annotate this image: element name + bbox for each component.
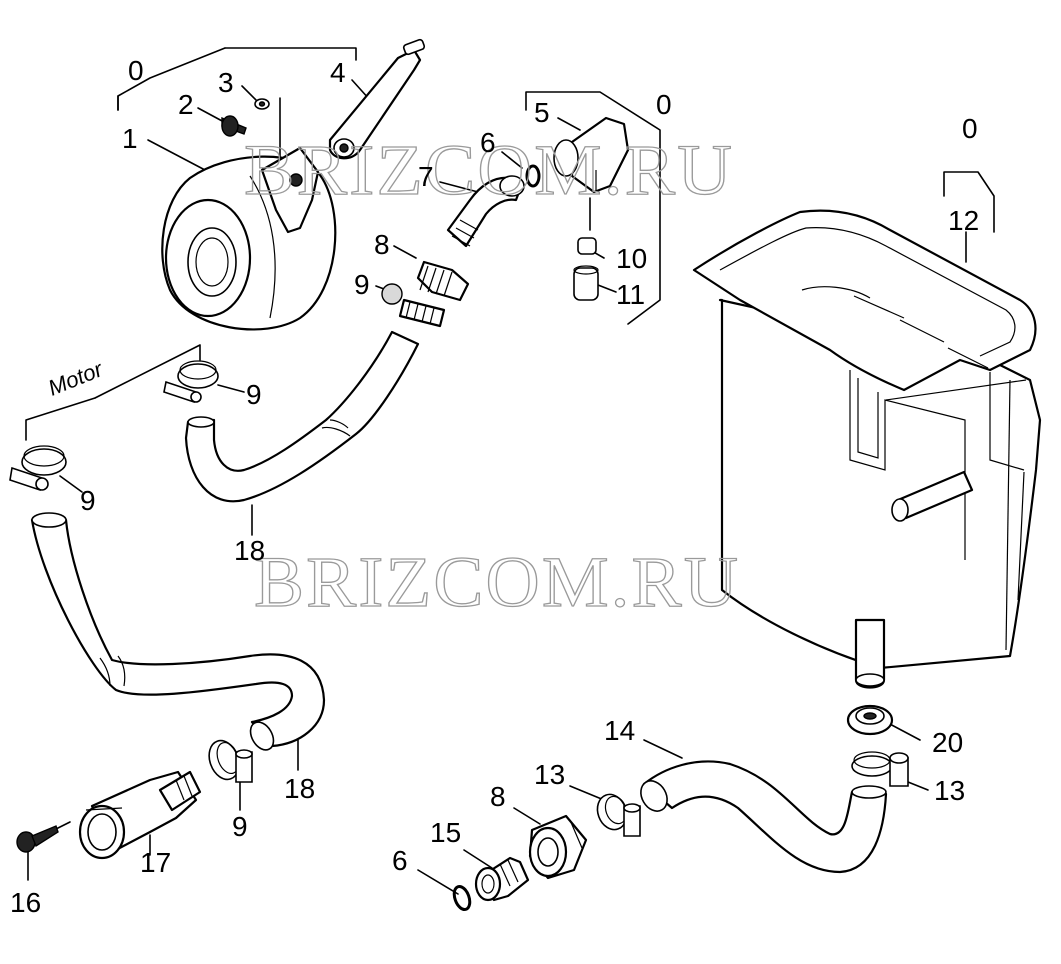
part-8-nut-top [416, 260, 470, 302]
callout-17: 17 [140, 847, 171, 878]
callout-3: 3 [218, 67, 234, 98]
part-1-drum [161, 146, 337, 331]
part-12-tank [692, 209, 1042, 689]
callout-6-bottom: 6 [392, 845, 408, 876]
part-10-cap [577, 237, 597, 255]
callout-4: 4 [330, 57, 346, 88]
callout-10: 10 [616, 243, 647, 274]
callout-1: 1 [122, 123, 138, 154]
callout-8-top: 8 [374, 229, 390, 260]
callout-5: 5 [534, 97, 550, 128]
callouts: 0 1 2 3 4 5 0 6 7 8 9 10 11 0 12 9 9 18 … [10, 55, 979, 918]
part-20-grommet [846, 704, 894, 736]
callout-2: 2 [178, 89, 194, 120]
part-4-lever [328, 38, 426, 160]
part-9-clamp-lower [208, 739, 253, 783]
part-9-spring [398, 298, 446, 328]
callout-13-right: 13 [934, 775, 965, 806]
callout-9-upper-clamp: 9 [246, 379, 262, 410]
callout-6-top: 6 [480, 127, 496, 158]
callout-18-lower: 18 [284, 773, 315, 804]
callout-9-left-clamp: 9 [80, 485, 96, 516]
callout-0-left: 0 [128, 55, 144, 86]
callout-0-tank: 0 [962, 113, 978, 144]
part-8-nut-bottom [528, 814, 588, 880]
part-16-screw [16, 825, 59, 853]
callout-7: 7 [418, 161, 434, 192]
part-18-hose-lower [30, 512, 326, 751]
part-9-ball [381, 283, 403, 305]
callout-9-lower-clamp: 9 [232, 811, 248, 842]
part-2-screw [221, 115, 247, 137]
part-13-clamp-left [596, 793, 641, 837]
part-13-clamp-right [851, 751, 909, 787]
part-11-sleeve [573, 265, 599, 301]
callout-15: 15 [430, 817, 461, 848]
motor-label: Motor [45, 356, 108, 401]
part-14-hose [640, 760, 888, 874]
callout-13-left: 13 [534, 759, 565, 790]
callout-9-ball: 9 [354, 269, 370, 300]
callout-11: 11 [616, 279, 645, 310]
part-15-fitting [474, 856, 530, 902]
callout-16: 16 [10, 887, 41, 918]
leader-lines [25, 47, 995, 895]
callout-8-bottom: 8 [490, 781, 506, 812]
part-6-oring-bottom [452, 884, 472, 912]
watermarks: BRIZCOM.RU BRIZCOM.RU [243, 129, 740, 622]
watermark-top: BRIZCOM.RU [244, 130, 734, 210]
part-9-clamp-left [9, 445, 67, 492]
watermark-middle: BRIZCOM.RU [254, 542, 740, 622]
callout-20: 20 [932, 727, 963, 758]
callout-18-upper: 18 [234, 535, 265, 566]
part-7-elbow [446, 175, 525, 248]
callout-0-right: 0 [656, 89, 672, 120]
part-6-oring-top [525, 164, 541, 188]
part-9-clamp-upper [163, 360, 219, 404]
callout-12: 12 [948, 205, 979, 236]
part-18-hose-upper [184, 330, 420, 503]
callout-14: 14 [604, 715, 635, 746]
part-3-washer [254, 98, 270, 110]
part-5-valve [553, 116, 630, 194]
part-17-connector [78, 770, 202, 860]
